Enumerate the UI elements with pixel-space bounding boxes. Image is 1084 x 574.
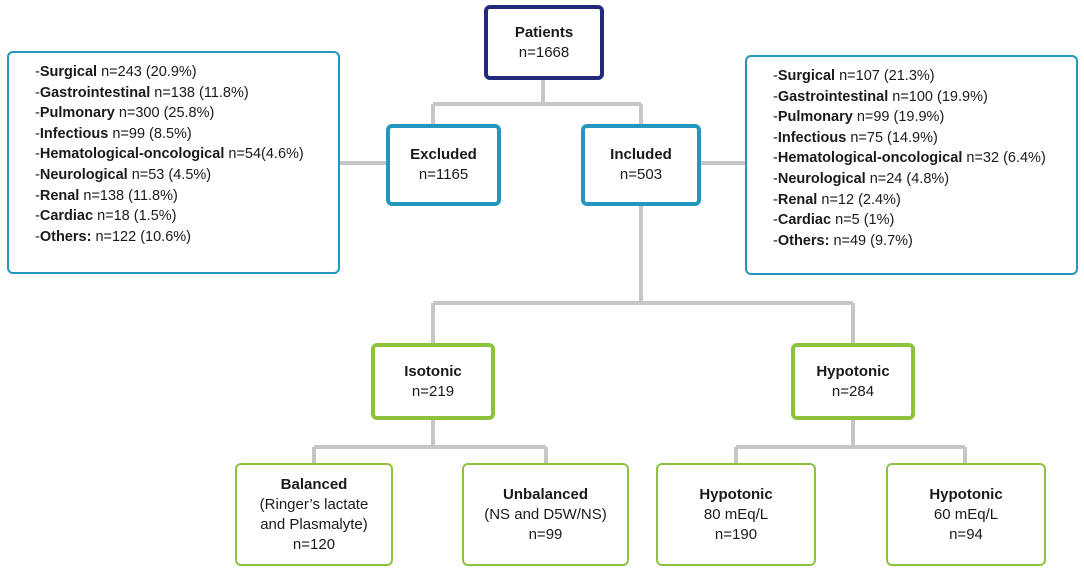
balanced-count: n=120 [292,535,336,553]
patients-count: n=1668 [518,43,570,61]
list-item: -Others: n=49 (9.7%) [773,232,913,249]
hypotonic-title: Hypotonic [816,362,890,380]
hypotonic-80-title: Hypotonic [699,485,773,503]
unbalanced-count: n=99 [528,525,563,543]
list-item: -Surgical n=107 (21.3%) [773,68,935,84]
list-item: -Gastrointestinal n=138 (11.8%) [35,84,249,101]
list-item: -Neurological n=53 (4.5%) [35,166,212,183]
patients-title: Patients [514,23,574,41]
isotonic-box: Isotonic n=219 [371,343,495,420]
list-item: -Renal n=12 (2.4%) [773,191,901,208]
list-item: -Infectious n=75 (14.9%) [773,129,938,146]
excluded-breakdown-list: -Surgical n=243 (20.9%) -Gastrointestina… [7,51,340,274]
hypotonic-count: n=284 [831,382,875,400]
list-item: -Gastrointestinal n=100 (19.9%) [773,88,988,105]
list-item: -Cardiac n=18 (1.5%) [35,208,177,225]
list-item: -Infectious n=99 (8.5%) [35,125,192,142]
balanced-title: Balanced [280,475,348,493]
isotonic-title: Isotonic [404,362,462,380]
list-item: -Neurological n=24 (4.8%) [773,170,950,187]
list-item: -Surgical n=243 (20.9%) [35,64,197,80]
hypotonic-box: Hypotonic n=284 [791,343,915,420]
connector-included [431,206,855,343]
connector-hypotonic [734,420,967,463]
balanced-line1: (Ringer’s lactate [259,495,369,513]
list-item: -Cardiac n=5 (1%) [773,212,895,229]
list-item: -Hematological-oncological n=32 (6.4%) [773,150,1046,167]
connector-patients [431,80,643,124]
excluded-count: n=1165 [418,166,469,183]
list-item: -Others: n=122 (10.6%) [35,228,191,245]
hypotonic-60-count: n=94 [949,525,983,543]
hypotonic-80-count: n=190 [714,525,758,543]
included-count: n=503 [619,166,663,183]
list-item: -Renal n=138 (11.8%) [35,187,178,204]
connector-isotonic [312,420,548,463]
isotonic-count: n=219 [411,382,455,400]
balanced-box: Balanced (Ringer’s lactate and Plasmalyt… [235,463,393,566]
excluded-box: Excluded n=1165 [386,124,501,206]
excluded-title: Excluded [410,146,477,163]
unbalanced-title: Unbalanced [502,485,589,503]
included-title: Included [610,146,672,163]
list-item: -Pulmonary n=99 (19.9%) [773,109,945,126]
list-item: -Hematological-oncological n=54(4.6%) [35,146,304,163]
hypotonic-80-line1: 80 mEq/L [703,505,769,523]
hypotonic-80-box: Hypotonic 80 mEq/L n=190 [656,463,816,566]
unbalanced-line1: (NS and D5W/NS) [484,505,607,523]
list-item: -Pulmonary n=300 (25.8%) [35,105,215,122]
included-breakdown-list: -Surgical n=107 (21.3%) -Gastrointestina… [745,55,1078,275]
hypotonic-60-title: Hypotonic [929,485,1003,503]
hypotonic-60-line1: 60 mEq/L [933,505,999,523]
balanced-line2: and Plasmalyte) [260,515,368,533]
hypotonic-60-box: Hypotonic 60 mEq/L n=94 [886,463,1046,566]
included-box: Included n=503 [581,124,701,206]
unbalanced-box: Unbalanced (NS and D5W/NS) n=99 [462,463,629,566]
patients-box: Patients n=1668 [484,5,604,80]
